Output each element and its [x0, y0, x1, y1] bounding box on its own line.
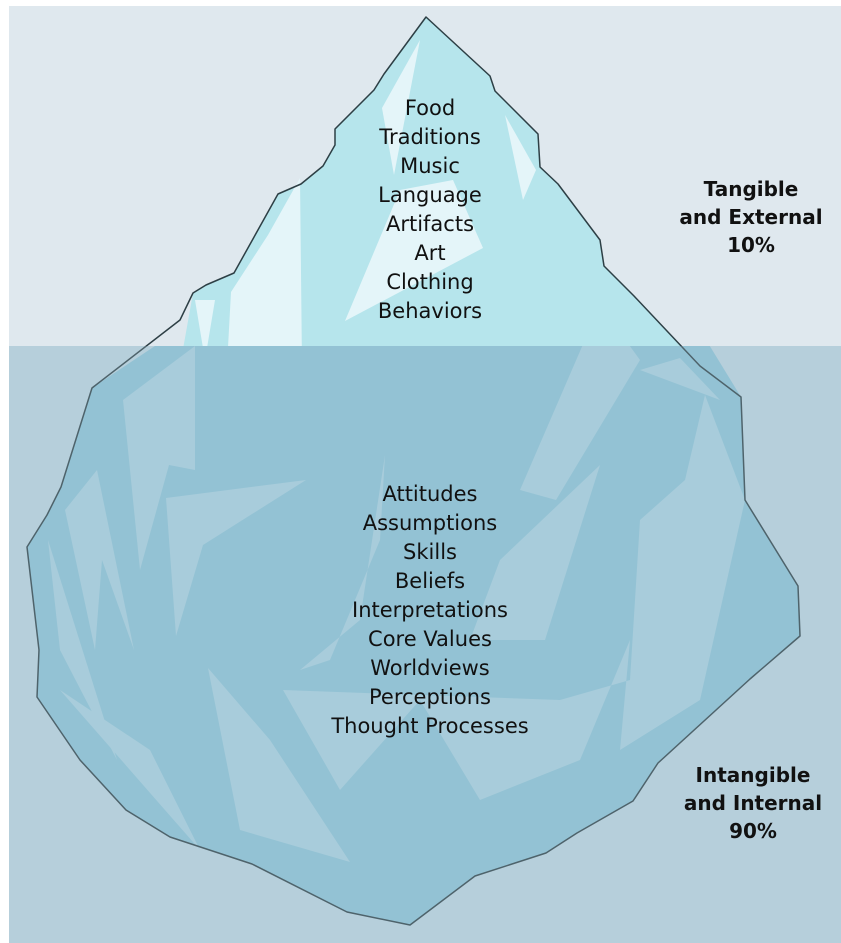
tangible-external-label: Tangible and External 10% — [666, 175, 836, 259]
intangible-internal-label: Intangible and Internal 90% — [668, 761, 838, 845]
label-line: and External — [679, 205, 823, 229]
ice-facet — [640, 358, 720, 400]
iceberg-base-body — [27, 346, 800, 925]
label-line: 90% — [729, 819, 777, 843]
label-line: Tangible — [703, 177, 799, 201]
list-item: Perceptions — [369, 685, 491, 709]
label-line: and Internal — [683, 791, 823, 815]
ice-facet — [166, 480, 306, 636]
list-item: Traditions — [379, 125, 481, 149]
list-item: Thought Processes — [331, 714, 529, 738]
list-item: Attitudes — [382, 482, 478, 506]
ice-facet — [382, 40, 420, 175]
list-item: Music — [400, 154, 460, 178]
ice-facet — [195, 300, 215, 346]
list-item: Food — [404, 96, 456, 120]
ice-facet — [228, 178, 302, 346]
ice-facet — [345, 180, 483, 321]
ice-facet — [65, 470, 134, 650]
ice-facet — [470, 465, 600, 640]
label-line: 10% — [727, 233, 775, 257]
ice-facet — [283, 395, 745, 800]
above-water-list: Food Traditions Music Language Artifacts… — [330, 94, 530, 326]
ice-facet — [123, 346, 195, 570]
below-water-list: Attitudes Assumptions Skills Beliefs Int… — [300, 480, 560, 741]
ice-facet — [520, 346, 640, 500]
list-item: Artifacts — [385, 212, 475, 236]
list-item: Assumptions — [362, 511, 498, 535]
list-item: Skills — [403, 540, 457, 564]
ice-facet — [505, 115, 536, 200]
list-item: Language — [378, 183, 482, 207]
iceberg-outline — [26, 16, 801, 926]
iceberg-base — [27, 346, 800, 925]
list-item: Beliefs — [394, 569, 466, 593]
list-item: Interpretations — [352, 598, 508, 622]
ice-facet — [60, 690, 200, 850]
ice-facet — [208, 668, 350, 862]
waterline-overlay — [9, 346, 841, 943]
ice-facet — [48, 540, 117, 760]
list-item: Behaviors — [377, 299, 483, 323]
list-item: Worldviews — [370, 656, 490, 680]
iceberg-tip — [183, 17, 682, 346]
list-item: Art — [414, 241, 446, 265]
list-item: Clothing — [386, 270, 474, 294]
label-line: Intangible — [695, 763, 811, 787]
list-item: Core Values — [368, 627, 492, 651]
iceberg-tip-body — [183, 17, 682, 346]
